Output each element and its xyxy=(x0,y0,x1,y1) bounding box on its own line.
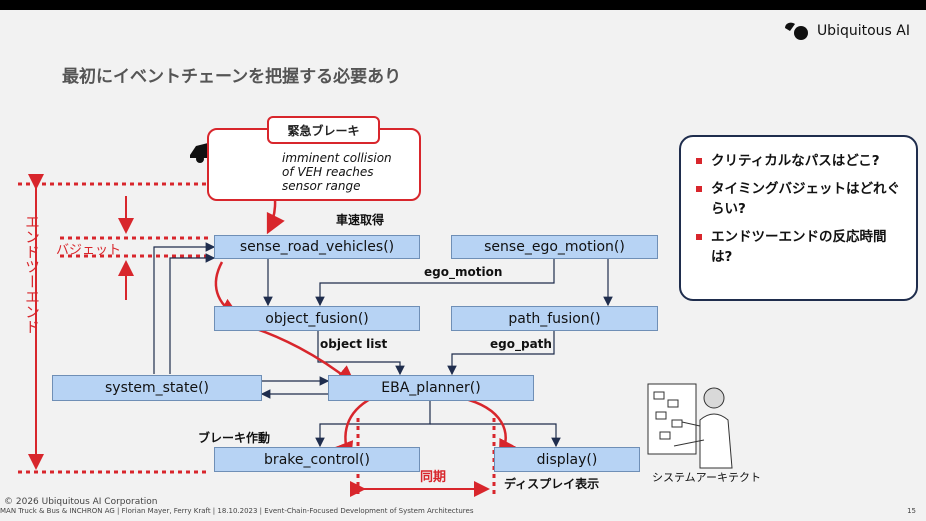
callout-title: 緊急ブレーキ xyxy=(267,116,380,144)
label-sync: 同期 xyxy=(420,470,447,485)
label-display-show: ディスプレイ表示 xyxy=(504,477,600,491)
page-number: 15 xyxy=(907,507,916,515)
box-eba-planner: EBA_planner() xyxy=(328,375,534,401)
box-object-fusion: object_fusion() xyxy=(214,306,420,331)
question-item: タイミングバジェットはどれぐらい? xyxy=(695,179,906,219)
box-sense-road-vehicles: sense_road_vehicles() xyxy=(214,235,420,259)
box-path-fusion: path_fusion() xyxy=(451,306,658,331)
slide-title: 最初にイベントチェーンを把握する必要あり xyxy=(62,67,402,87)
box-sense-ego-motion: sense_ego_motion() xyxy=(451,235,658,259)
logo-icon xyxy=(784,22,808,40)
callout-line: of VEH reaches xyxy=(282,165,374,179)
callout-line: imminent collision xyxy=(282,151,392,165)
question-item: エンドツーエンドの反応時間は? xyxy=(695,227,906,267)
label-budget: バジェット xyxy=(56,243,122,258)
brand-logo: Ubiquitous AI xyxy=(783,20,910,42)
label-brake-act: ブレーキ作動 xyxy=(198,431,271,445)
footer-copyright: © 2026 Ubiquitous AI Corporation xyxy=(4,497,158,507)
label-system-architect: システムアーキテクト xyxy=(652,471,762,484)
budget-bounds xyxy=(60,236,212,258)
label-vehicle-speed: 車速取得 xyxy=(336,213,385,227)
top-black-bar xyxy=(0,0,926,10)
brand-name: Ubiquitous AI xyxy=(816,23,910,39)
question-item: クリティカルなパスはどこ? xyxy=(695,151,906,171)
footer-credits: MAN Truck & Bus & INCHRON AG | Florian M… xyxy=(0,507,474,515)
data-flow-lines xyxy=(153,242,613,448)
label-object-list: object list xyxy=(320,337,388,351)
questions-list: クリティカルなパスはどこ? タイミングバジェットはどれぐらい? エンドツーエンド… xyxy=(695,151,906,267)
box-brake-control: brake_control() xyxy=(214,447,420,472)
label-ego-motion: ego_motion xyxy=(424,265,503,279)
callout-text: imminent collision of VEH reaches sensor… xyxy=(282,151,392,193)
box-system-state: system_state() xyxy=(52,375,262,401)
callout-line: sensor range xyxy=(282,179,361,193)
label-end-to-end: エンドツーエンド xyxy=(23,214,41,334)
questions-panel: クリティカルなパスはどこ? タイミングバジェットはどれぐらい? エンドツーエンド… xyxy=(679,135,918,301)
label-ego-path: ego_path xyxy=(490,337,552,351)
architect-illustration xyxy=(647,383,733,469)
box-display: display() xyxy=(494,447,640,472)
